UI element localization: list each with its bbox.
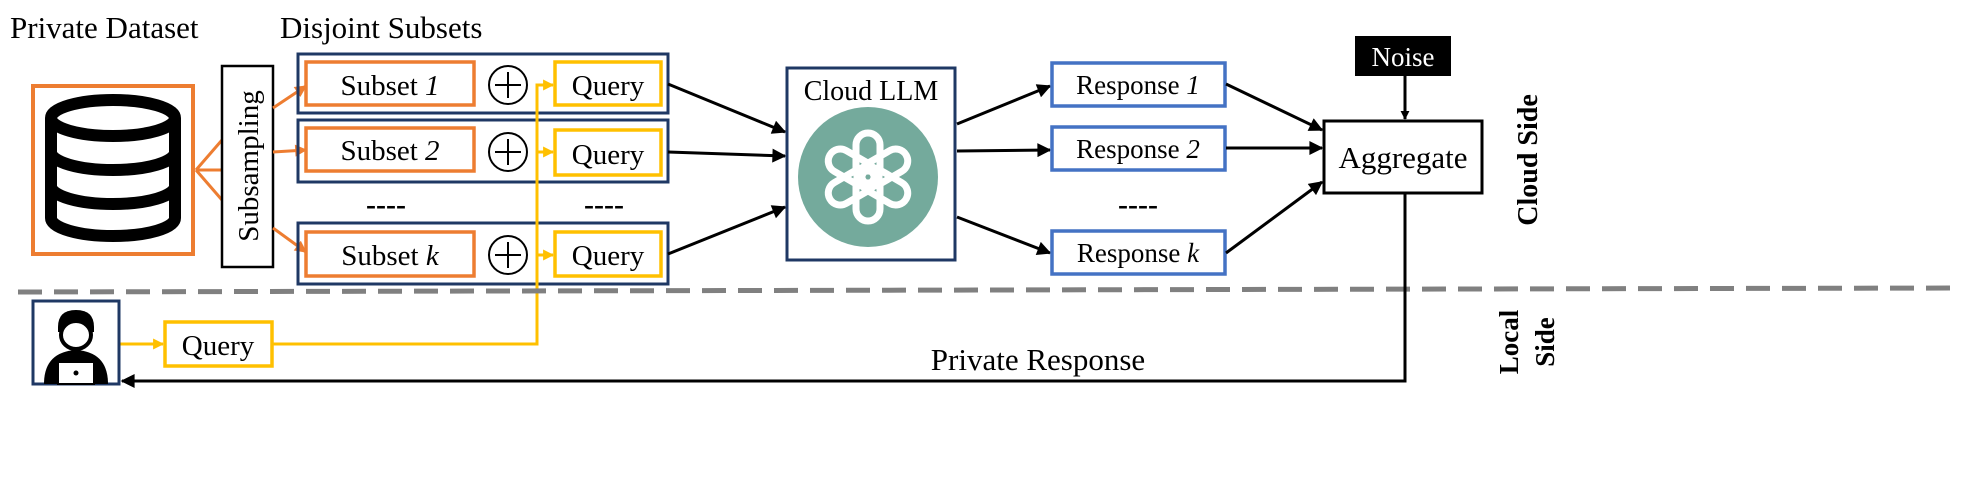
subset-group-2 [296, 118, 670, 184]
query-routing-lines [120, 79, 555, 350]
response-label-k: Response k [1077, 238, 1200, 268]
query-box-k [553, 230, 663, 278]
subset-label-2: Subset 2 [340, 135, 439, 167]
subsampling-to-subsets-arrows [272, 84, 308, 254]
database-icon [45, 94, 181, 242]
user-query-label: Query [182, 330, 255, 362]
subset-box-1 [304, 60, 476, 107]
query-label-k: Query [572, 240, 645, 272]
query-label-2: Query [572, 139, 645, 171]
aggregate-label: Aggregate [1338, 140, 1467, 175]
subsets-to-llm-arrows [667, 82, 787, 256]
disjoint-subsets-title: Disjoint Subsets [280, 10, 482, 45]
user-query-box [163, 320, 274, 368]
subsampling-label: Subsampling [233, 90, 265, 241]
query-label-1: Query [572, 70, 645, 102]
private-dataset-title: Private Dataset [10, 10, 199, 45]
query-box-2 [553, 128, 663, 177]
subsampling-box [220, 64, 275, 269]
response-box-k [1050, 229, 1227, 276]
query-box-1 [553, 60, 663, 107]
private-dataset-box [31, 84, 195, 256]
response-box-2 [1050, 125, 1227, 172]
llm-to-responses-arrows [956, 84, 1052, 255]
subset-label-1: Subset 1 [340, 70, 439, 102]
responses-ellipsis: ---- [1118, 188, 1158, 221]
responses-to-aggregate-arrows [1225, 82, 1324, 255]
subset-box-k [304, 230, 476, 278]
response-label-1: Response 1 [1076, 70, 1200, 100]
openai-logo-icon [798, 107, 938, 247]
local-side-label-line2: Side [1530, 317, 1560, 367]
private-response-arrow [120, 193, 1407, 388]
response-label-2: Response 2 [1076, 134, 1200, 164]
cloud-local-divider [17, 285, 1959, 295]
cloud-side-label: Cloud Side [1513, 94, 1544, 226]
user-laptop-icon [44, 310, 108, 385]
aggregate-box [1322, 119, 1484, 195]
private-response-label: Private Response [931, 342, 1145, 377]
oplus-icon [488, 235, 528, 275]
noise-box [1355, 36, 1451, 76]
oplus-icon [488, 132, 528, 172]
subset-box-2 [304, 126, 476, 173]
queries-ellipsis: ---- [584, 188, 624, 221]
cloud-llm-label: Cloud LLM [804, 76, 939, 107]
subset-label-k: Subset k [341, 240, 440, 272]
subsets-ellipsis: ---- [366, 188, 406, 221]
subset-group-1 [296, 52, 670, 115]
response-box-1 [1050, 61, 1227, 108]
dataset-fan-lines [194, 139, 224, 201]
oplus-icon [488, 65, 528, 105]
noise-label: Noise [1372, 42, 1435, 72]
local-side-label-line1: Local [1494, 309, 1524, 374]
